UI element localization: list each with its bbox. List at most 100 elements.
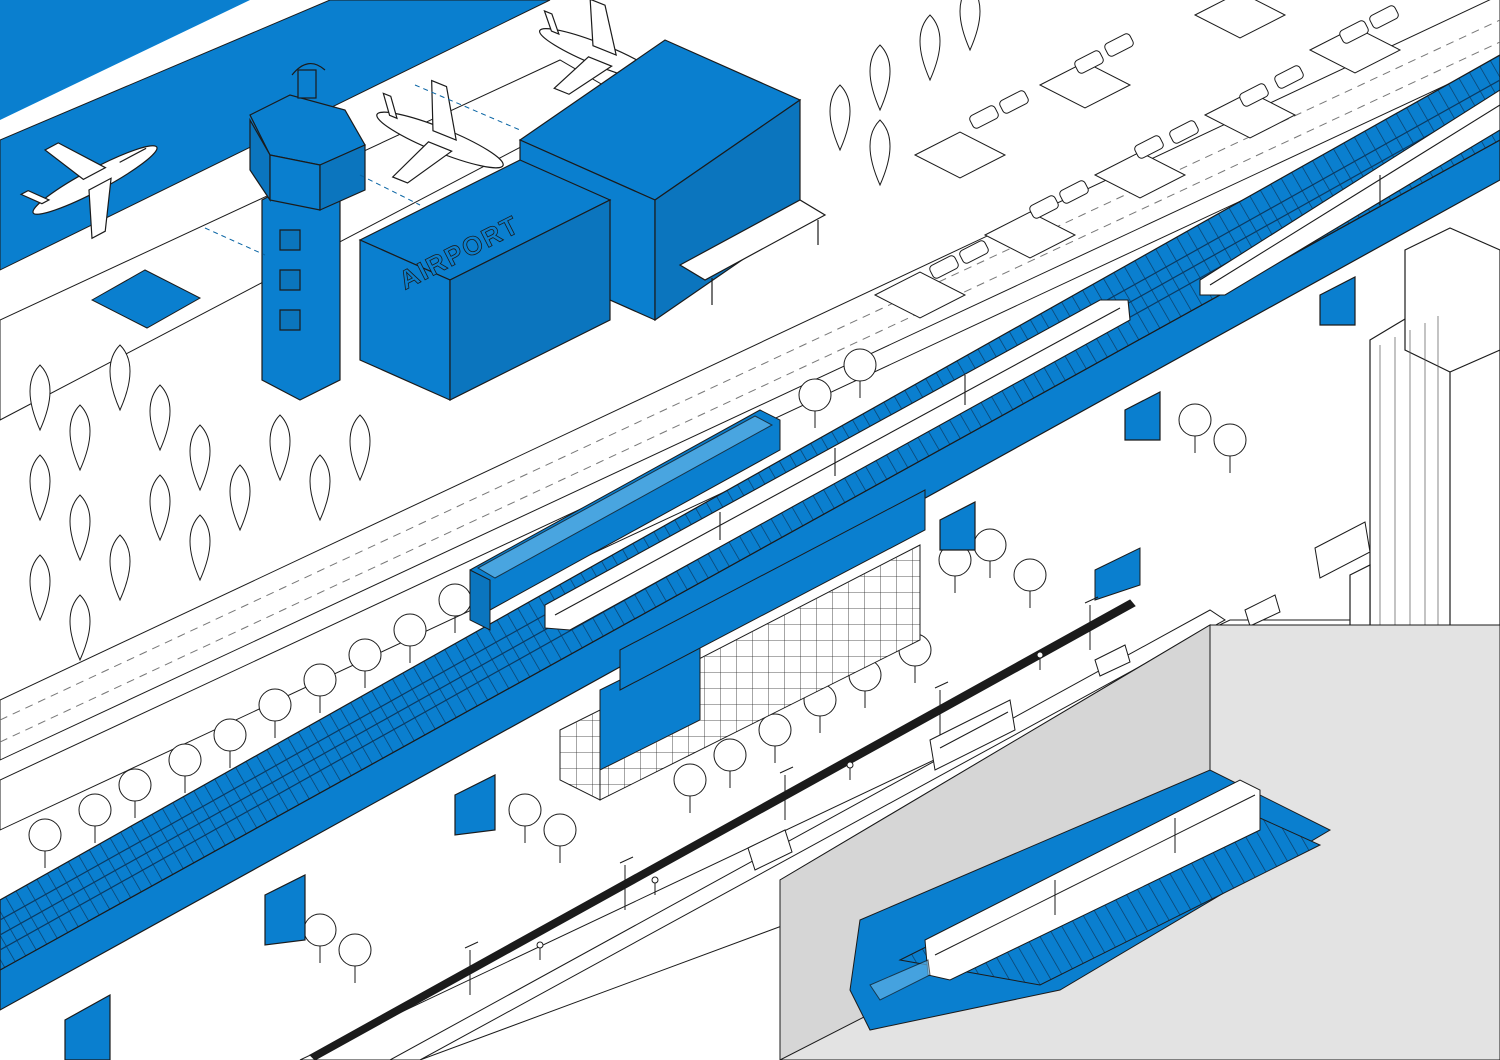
car-icon	[1274, 65, 1304, 89]
tree-icon	[149, 384, 171, 452]
tree-icon	[349, 414, 371, 482]
pedestrian-icon	[536, 941, 544, 960]
car-icon	[1059, 180, 1089, 204]
car-icon	[1134, 135, 1164, 159]
pedestrian-icon	[846, 761, 854, 780]
tree-icon	[28, 818, 62, 868]
tree-icon	[189, 424, 211, 492]
station-platform	[469, 409, 1141, 691]
tree-icon	[29, 364, 51, 432]
pillar	[1124, 391, 1161, 441]
streetlight-icon	[619, 856, 634, 910]
tree-clusters	[29, 0, 981, 662]
streetlight-icon	[464, 941, 479, 995]
tree-icon	[29, 554, 51, 622]
tree-icon	[543, 813, 577, 863]
pillar	[264, 874, 306, 946]
tree-icon	[798, 378, 832, 428]
tree-icon	[109, 344, 131, 412]
car-icon	[959, 240, 989, 264]
tree-icon	[758, 713, 792, 763]
tree-icon	[258, 688, 292, 738]
tree-icon	[69, 494, 91, 562]
car-icon	[929, 255, 959, 279]
car-icon	[1094, 644, 1131, 677]
tree-icon	[213, 718, 247, 768]
car-icon	[1169, 120, 1199, 144]
car-icon	[1074, 50, 1104, 74]
tree-icon	[829, 84, 851, 152]
tree-icon	[303, 663, 337, 713]
tree-icon	[438, 583, 472, 633]
parking-lot	[873, 0, 1402, 319]
train-icon	[544, 299, 1131, 631]
tree-icon	[1178, 403, 1212, 453]
tree-icon	[959, 0, 981, 52]
tree-icon	[118, 768, 152, 818]
tree-icon	[938, 543, 972, 593]
headlight-beam	[869, 959, 931, 1001]
car-icon	[1369, 5, 1399, 29]
guide-lines	[204, 84, 521, 256]
pillar	[454, 774, 496, 836]
car-icon	[1339, 20, 1369, 44]
tree-icon	[1213, 423, 1247, 473]
tree-icon	[869, 119, 891, 187]
streetlight-icon	[1084, 596, 1099, 650]
car-icon	[1104, 33, 1134, 57]
underground-section	[779, 624, 1500, 1060]
train-icon	[1199, 89, 1500, 296]
terminal-canopy	[678, 199, 827, 281]
station-building	[559, 544, 921, 801]
tree-icon	[309, 454, 331, 522]
tree-icon	[69, 404, 91, 472]
car-icon	[747, 829, 793, 871]
roadside-trees	[28, 348, 1247, 983]
tree-icon	[168, 743, 202, 793]
office-tower	[1349, 227, 1500, 676]
tree-icon	[109, 534, 131, 602]
sidewalk-railing	[309, 599, 1136, 1060]
tree-icon	[269, 414, 291, 482]
tree-icon	[869, 44, 891, 112]
airplanes	[19, 0, 662, 240]
truck-icon	[1314, 521, 1371, 579]
tree-icon	[29, 454, 51, 522]
bus-icon	[929, 699, 1016, 771]
car-icon	[1244, 594, 1281, 627]
tree-icon	[69, 594, 91, 662]
tree-icon	[919, 14, 941, 82]
tree-icon	[78, 793, 112, 843]
tree-icon	[673, 763, 707, 813]
tree-icon	[393, 613, 427, 663]
tree-icon	[229, 464, 251, 532]
pedestrian-icon	[651, 876, 659, 895]
car-icon	[1029, 195, 1059, 219]
pedestrian-icon	[1036, 651, 1044, 670]
airplane-icon	[19, 142, 158, 240]
elevated-trains	[544, 89, 1500, 631]
tree-icon	[843, 348, 877, 398]
pillar	[1319, 276, 1356, 326]
tree-icon	[713, 738, 747, 788]
airport-complex: AIRPORT	[249, 39, 827, 401]
tree-icon	[1013, 558, 1047, 608]
tree-icon	[189, 514, 211, 582]
car-icon	[999, 90, 1029, 114]
streetlight-icon	[779, 766, 794, 820]
tree-icon	[973, 528, 1007, 578]
tree-icon	[348, 638, 382, 688]
car-icon	[1239, 83, 1269, 107]
tree-icon	[303, 913, 337, 963]
airplane-icon	[376, 79, 504, 184]
helipad	[90, 269, 202, 329]
runway-1	[0, 0, 250, 120]
street-details	[309, 521, 1371, 1060]
tree-icon	[338, 933, 372, 983]
tree-icon	[149, 474, 171, 542]
main-terminal-right-face	[449, 199, 611, 401]
pillar	[939, 501, 976, 551]
car-icon	[969, 105, 999, 129]
control-tower-icon	[249, 63, 366, 401]
